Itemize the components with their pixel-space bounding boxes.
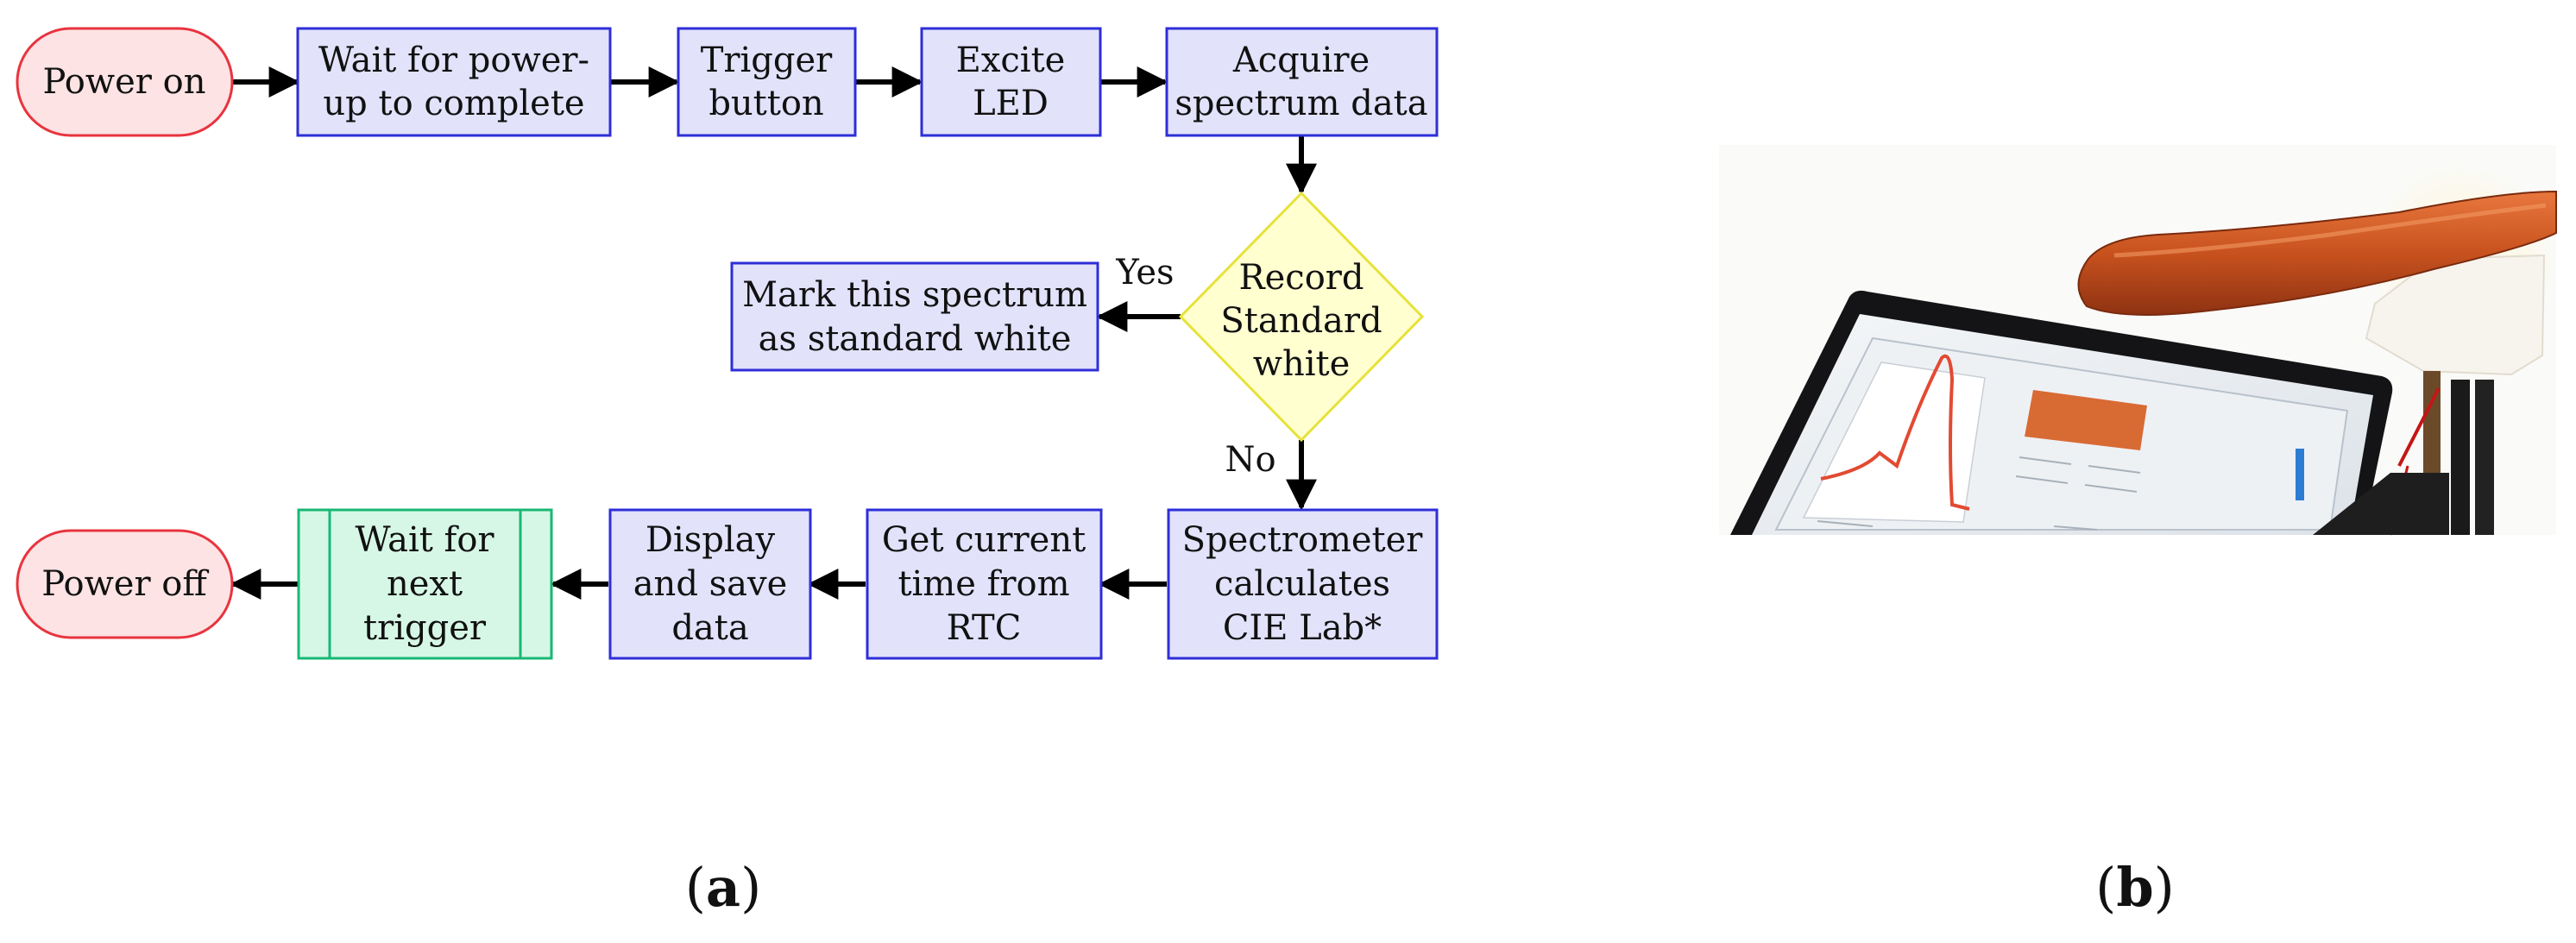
trigger-line-1: Trigger [701, 41, 833, 80]
power-on-label: Power on [43, 62, 206, 102]
excite-line-1: Excite [956, 41, 1066, 80]
display-line-1: Display [646, 520, 776, 560]
spectrometer-line-3: CIE Lab* [1223, 608, 1382, 648]
power-off-label: Power off [41, 564, 209, 604]
panel-a-caption-close: ) [740, 856, 761, 919]
spectrum-curve [1820, 354, 1970, 511]
wait-power-up-line-2: up to complete [323, 84, 584, 123]
decision-line-2: Standard [1220, 301, 1382, 341]
get-time-line-3: RTC [947, 608, 1022, 648]
display-line-3: data [671, 608, 748, 648]
mark-standard-white-box: Mark this spectrum as standard white [730, 261, 1099, 372]
spectrometer-calculates-box: Spectrometer calculates CIE Lab* [1167, 508, 1439, 660]
flowchart-edges [230, 66, 1317, 600]
acquire-line-1: Acquire [1232, 41, 1370, 80]
get-time-line-1: Get current [882, 520, 1086, 560]
power-on-terminal: Power on [16, 27, 234, 137]
excite-led-box: Excite LED [920, 27, 1102, 137]
get-time-line-2: time from [898, 564, 1069, 604]
panel-a-caption-letter: a [706, 856, 740, 919]
edge-label-no: No [1225, 440, 1275, 480]
mark-line-1: Mark this spectrum [742, 275, 1087, 315]
panel-b-caption-letter: b [2116, 856, 2153, 919]
app-controls [1817, 456, 2141, 531]
panel-a-caption: (a) [685, 856, 762, 919]
acquire-line-2: spectrum data [1175, 84, 1427, 123]
probe-stand-left [2451, 380, 2470, 535]
decision-line-3: white [1253, 344, 1351, 384]
get-current-time-box: Get current time from RTC [866, 508, 1103, 660]
trigger-line-2: button [709, 84, 823, 123]
device-photo-panel: (b) [1719, 145, 2557, 919]
sausage-sample [2077, 190, 2557, 316]
color-swatch [2025, 390, 2147, 450]
tablet-device [1730, 290, 2393, 535]
flowchart-panel: Yes No Power on Wait for power- up to co… [16, 27, 1439, 919]
mark-line-2: as standard white [759, 319, 1072, 359]
wait-next-trigger-box: Wait for next trigger [297, 508, 553, 660]
wait-power-up-line-1: Wait for power- [318, 41, 589, 80]
wait-trigger-line-1: Wait for [355, 520, 494, 560]
probe-connector [2423, 371, 2441, 475]
decision-line-1: Record [1239, 258, 1364, 298]
scrollbar[interactable] [2296, 449, 2304, 500]
spectrometer-line-2: calculates [1214, 564, 1390, 604]
display-line-2: and save [633, 564, 788, 604]
edge-label-yes: Yes [1115, 253, 1174, 292]
record-standard-white-decision: Record Standard white [1178, 191, 1425, 443]
panel-a-caption-open: ( [685, 856, 706, 919]
power-off-terminal: Power off [16, 529, 234, 639]
wait-trigger-line-3: trigger [363, 608, 487, 648]
wait-power-up-box: Wait for power- up to complete [296, 27, 612, 137]
panel-b-caption-open: ( [2095, 856, 2116, 919]
spectrometer-line-1: Spectrometer [1182, 520, 1424, 560]
panel-b-caption-close: ) [2154, 856, 2175, 919]
probe-base [2313, 473, 2449, 535]
excite-line-2: LED [973, 84, 1049, 123]
trigger-button-box: Trigger button [677, 27, 857, 137]
acquire-spectrum-box: Acquire spectrum data [1165, 27, 1439, 137]
panel-b-caption: (b) [2095, 856, 2175, 919]
probe-stand-right [2475, 380, 2494, 535]
spectrum-plot [1802, 361, 1986, 523]
display-save-data-box: Display and save data [608, 508, 812, 660]
wait-trigger-line-2: next [387, 564, 463, 604]
